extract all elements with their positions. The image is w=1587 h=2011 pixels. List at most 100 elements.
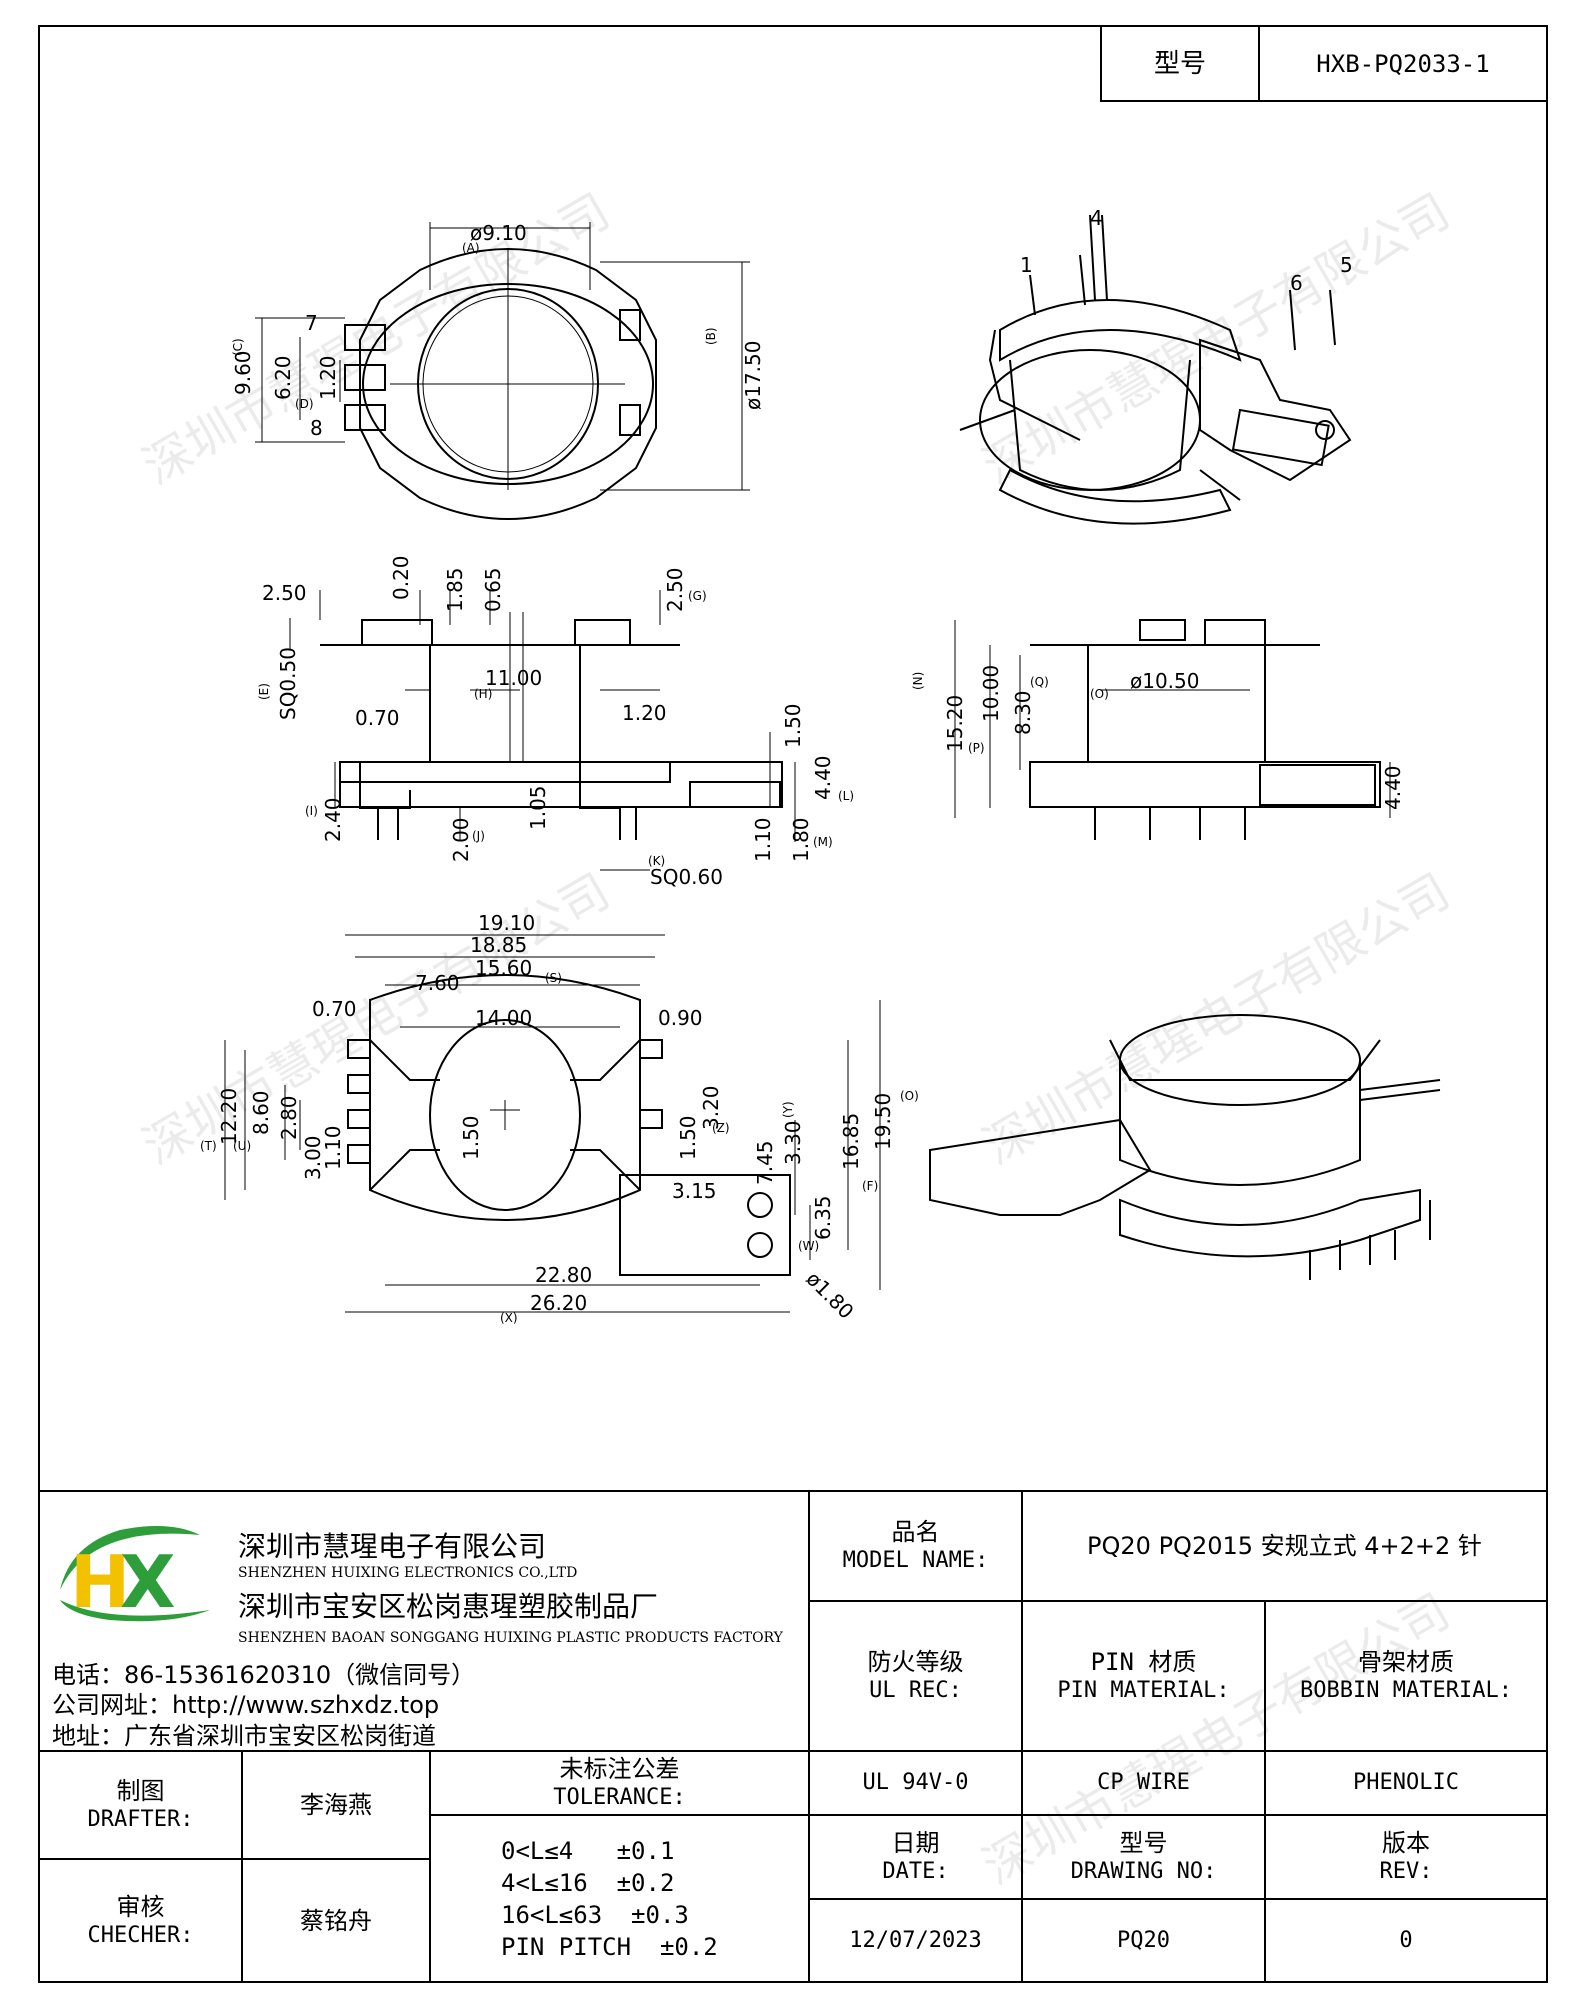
dim-front-1000: 10.00 (979, 665, 1003, 722)
dim-bot-1220: 12.20 (217, 1088, 241, 1145)
dim-top-d: 1.20 (316, 355, 340, 400)
date-value: 12/07/2023 (849, 1927, 982, 1953)
tolerance-values-cell: 0<L≤4 ±0.1 4<L≤16 ±0.2 16<L≤63 ±0.3 PIN … (429, 1814, 810, 1983)
factory-name-cn: 深圳市宝安区松岗惠瑆塑胶制品厂 (238, 1590, 659, 1623)
fire-label-cell: 防火等级 UL REC: (808, 1600, 1023, 1752)
iso-pin-4: 4 (1090, 206, 1103, 230)
fire-value: UL 94V-0 (862, 1770, 969, 1795)
bobbin-material-cn: 骨架材质 (1358, 1648, 1454, 1676)
dim-bot-1950: 19.50 (871, 1093, 895, 1150)
dim-front-q-tag: (Q) (1030, 675, 1049, 689)
bobbin-material-en: BOBBIN MATERIAL: (1300, 1678, 1512, 1703)
checker-label-cell: 审核 CHECHER: (38, 1858, 243, 1983)
rev-label-cell: 版本 REV: (1264, 1814, 1548, 1900)
dim-bot-1560: 15.60 (475, 956, 532, 980)
dim-top-h1: ø17.50 (741, 341, 765, 411)
dim-bot-315: 3.15 (672, 1179, 717, 1203)
dim-side-k-tag: (K) (648, 854, 665, 868)
dim-bot-320: 3.20 (699, 1085, 723, 1130)
dim-front-1050: ø10.50 (1130, 669, 1200, 693)
dim-side-sq050: SQ0.50 (276, 647, 300, 720)
dim-bot-2280: 22.80 (535, 1263, 592, 1287)
dim-front-p-tag: (P) (968, 741, 985, 755)
dim-side-1100: 11.00 (485, 666, 542, 690)
dim-top-c: 9.60 (231, 350, 255, 395)
checker-name: 蔡铭舟 (300, 1906, 372, 1935)
drafter-en: DRAFTER: (87, 1807, 194, 1832)
model-name-value-cell: PQ20 PQ2015 安规立式 4+2+2 针 (1021, 1490, 1548, 1602)
dim-side-120: 1.20 (622, 701, 667, 725)
checker-en: CHECHER: (87, 1922, 194, 1948)
fire-cn: 防火等级 (867, 1648, 964, 1676)
model-name-value: PQ20 PQ2015 安规立式 4+2+2 针 (1087, 1532, 1482, 1560)
model-name-en: MODEL NAME: (842, 1548, 989, 1573)
dim-side-250a: 2.50 (262, 581, 307, 605)
dim-bot-2620: 26.20 (530, 1291, 587, 1315)
dim-bot-180: ø1.80 (801, 1267, 858, 1324)
bottom-view (224, 934, 881, 1313)
dim-side-g-tag: (G) (688, 589, 707, 603)
pin-material-cn: PIN 材质 (1090, 1648, 1197, 1676)
dim-side-250b: 2.50 (663, 567, 687, 612)
top-pin-7: 7 (305, 311, 318, 335)
dim-side-065: 0.65 (481, 567, 505, 612)
dim-bot-x-tag: (X) (500, 1311, 518, 1325)
dim-bot-s-tag: (S) (545, 971, 562, 985)
dim-bot-t-tag: (T) (200, 1139, 217, 1153)
model-name-cn: 品名 (891, 1518, 940, 1546)
drafter-label-cell: 制图 DRAFTER: (38, 1750, 243, 1860)
dim-bot-150a: 1.50 (459, 1115, 483, 1160)
dim-bot-070: 0.70 (312, 997, 357, 1021)
logo-letter-h: H (70, 1540, 130, 1624)
company-address: 地址：广东省深圳市宝安区松岗街道 (52, 1722, 436, 1750)
tolerance-label-cell: 未标注公差 TOLERANCE: (429, 1750, 810, 1816)
dim-side-440: 4.40 (811, 755, 835, 800)
bobbin-material-value-cell: PHENOLIC (1264, 1750, 1548, 1816)
dim-side-240: 2.40 (321, 797, 345, 842)
dim-top-d1-tag: (A) (462, 241, 480, 255)
drawing-no-value-cell: PQ20 (1021, 1898, 1266, 1983)
fire-en: UL REC: (869, 1678, 962, 1703)
side-view (289, 590, 796, 871)
checker-cn: 审核 (116, 1892, 165, 1921)
dim-top-c-tag: (C) (231, 338, 245, 356)
date-cn: 日期 (891, 1829, 940, 1857)
dim-bot-u-tag: (U) (233, 1139, 251, 1153)
dim-top-d1: ø9.10 (470, 221, 527, 245)
tolerance-line: 0<L≤4 ±0.1 (501, 1836, 675, 1865)
fire-value-cell: UL 94V-0 (808, 1750, 1023, 1816)
dim-front-n-tag: (N) (911, 672, 925, 690)
dim-side-110: 1.10 (751, 817, 775, 862)
dim-side-j-tag: (J) (472, 829, 485, 843)
tolerance-en: TOLERANCE: (553, 1785, 686, 1810)
dim-front-440: 4.40 (1381, 765, 1405, 810)
dim-front-1520: 15.20 (943, 695, 967, 752)
company-phone: 电话：86-15361620310（微信同号） (52, 1661, 476, 1689)
date-label-cell: 日期 DATE: (808, 1814, 1023, 1900)
iso-pin-6: 6 (1290, 271, 1303, 295)
tolerance-line: PIN PITCH ±0.2 (501, 1932, 718, 1961)
dim-bot-150b: 1.50 (676, 1115, 700, 1160)
drawing-no-value: PQ20 (1117, 1927, 1170, 1953)
dim-bot-w-tag: (W) (798, 1239, 819, 1253)
dim-bot-090: 0.90 (658, 1006, 703, 1030)
dim-bot-z-tag: (Z) (712, 1121, 730, 1135)
dim-side-200: 2.00 (449, 817, 473, 862)
dim-side-070: 0.70 (355, 706, 400, 730)
top-pin-8: 8 (310, 416, 323, 440)
drawing-no-cn: 型号 (1119, 1829, 1168, 1857)
dim-bot-1400: 14.00 (475, 1006, 532, 1030)
company-website: 公司网址：http://www.szhxdz.top (52, 1691, 440, 1719)
type-value: HXB-PQ2033-1 (1316, 49, 1490, 78)
iso-view-top (959, 214, 1352, 525)
pin-material-value-cell: CP WIRE (1021, 1750, 1266, 1816)
type-value-cell: HXB-PQ2033-1 (1258, 25, 1548, 102)
rev-value-cell: 0 (1264, 1898, 1548, 1983)
pin-material-value: CP WIRE (1097, 1770, 1190, 1795)
date-en: DATE: (882, 1859, 949, 1884)
rev-cn: 版本 (1382, 1829, 1430, 1857)
dim-side-180: 1.80 (789, 817, 813, 862)
rev-value: 0 (1399, 1927, 1413, 1953)
drafter-cn: 制图 (116, 1777, 165, 1805)
dim-side-020: 0.20 (389, 555, 413, 600)
